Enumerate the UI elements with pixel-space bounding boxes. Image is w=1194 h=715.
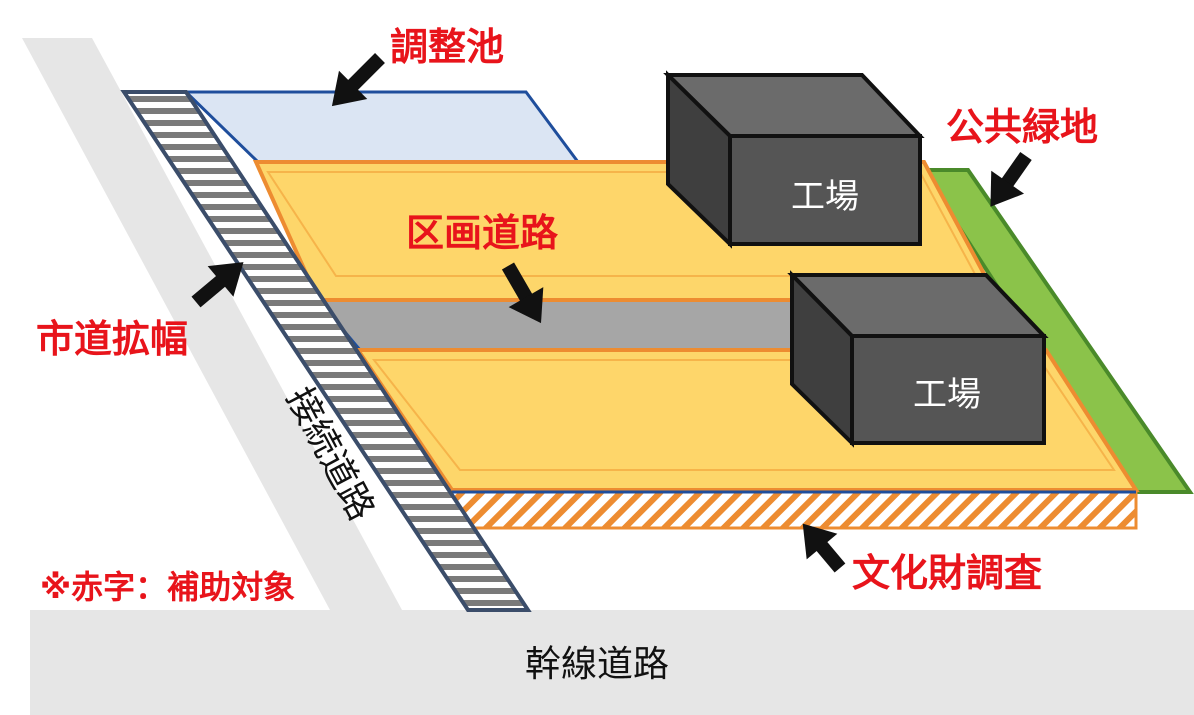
factory-building-1: 工場	[663, 70, 925, 249]
cultural-survey-strip	[450, 490, 1138, 530]
arrow-cultural-survey-icon	[802, 523, 846, 573]
arrow-district-road-icon	[501, 262, 544, 324]
city-road-widening	[120, 90, 532, 612]
label-district-road: 区画道路	[406, 211, 559, 255]
label-arterial-road: 幹線道路	[525, 644, 669, 685]
factory-1-label: 工場	[791, 177, 859, 217]
retention-pond	[182, 90, 581, 164]
arrow-public-green-icon	[990, 151, 1032, 207]
arrow-retention-pond-icon	[331, 53, 385, 107]
connecting-road	[22, 38, 402, 610]
arterial-road	[30, 610, 1194, 715]
subsidy-note: ※赤字：補助対象	[40, 568, 295, 606]
label-retention-pond: 調整池	[390, 25, 504, 69]
arrow-city-road-widening-icon	[191, 262, 244, 308]
label-public-green: 公共緑地	[946, 105, 1098, 149]
factory-building-2: 工場	[787, 270, 1049, 448]
label-cultural-survey: 文化財調査	[852, 551, 1042, 595]
label-city-road-widening: 市道拡幅	[36, 317, 188, 361]
factory-2-label: 工場	[913, 375, 981, 415]
